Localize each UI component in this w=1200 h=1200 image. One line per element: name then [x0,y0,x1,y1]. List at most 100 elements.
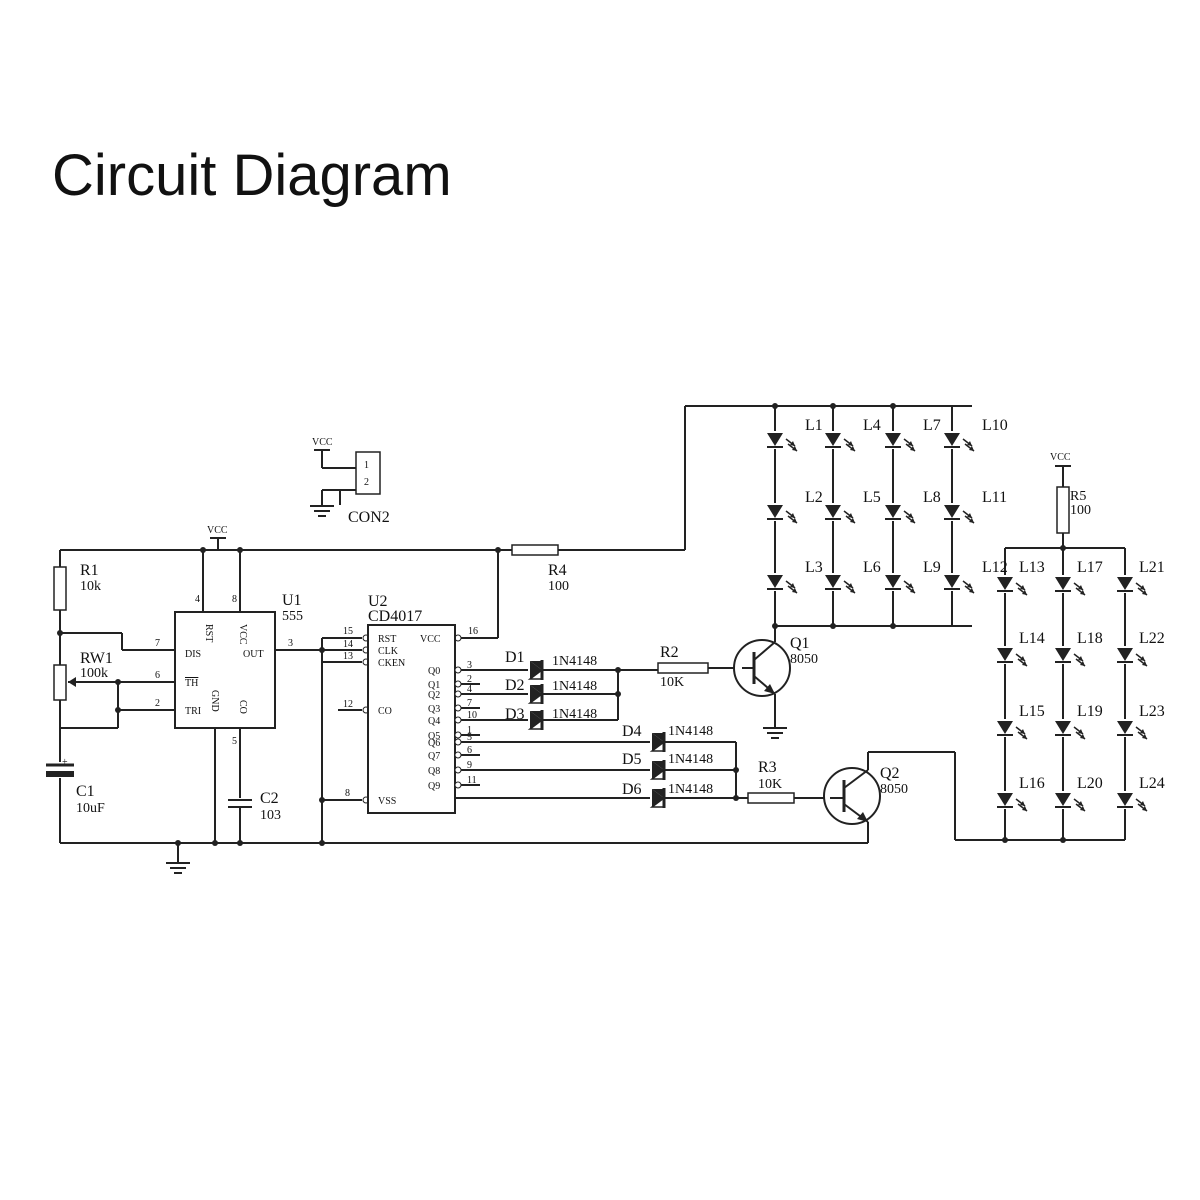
capacitor-c2: C2 103 [228,790,281,823]
led-label: L13 [1019,559,1045,576]
u2-output-label: Q7 [428,751,440,762]
led-label: L17 [1077,559,1103,576]
u2-pin8: 8 [345,788,350,799]
c2-label: C2 [260,790,279,807]
resistor-r4: R4 100 [511,544,569,594]
r2-label: R2 [660,644,679,661]
u1-pin4: 4 [195,594,200,605]
led-l4: L4 [824,417,881,452]
q2-value: 8050 [880,782,908,797]
u2-output-label: Q6 [428,738,440,749]
r4-value: 100 [548,579,569,594]
junctions [57,403,1066,846]
u1-thr: TH [185,678,198,689]
u2-pin16: 16 [468,626,478,637]
u2-output-pin: 1 [467,725,472,736]
d1-part: 1N4148 [552,654,597,669]
u2-output-pin-marker [454,731,462,739]
c2-value: 103 [260,808,281,823]
led-label: L3 [805,559,823,576]
c1-value: 10uF [76,801,105,816]
u2-output-label: Q9 [428,781,440,792]
led-l23: L23 [1116,703,1165,740]
led-label: L4 [863,417,881,434]
led-label: L20 [1077,775,1103,792]
led-label: L15 [1019,703,1045,720]
u2-cken: CKEN [378,658,405,669]
led-l8: L8 [884,489,941,524]
u2-output-label: Q0 [428,666,440,677]
led-l21: L21 [1116,559,1165,596]
resistor-r5: R5 100 [1056,486,1091,534]
led-label: L19 [1077,703,1103,720]
u2-rst: RST [378,634,396,645]
led-label: L11 [982,489,1007,506]
transistor-q2: Q2 8050 [823,765,908,825]
led-label: L8 [923,489,941,506]
ground-symbol [309,495,335,517]
led-label: L5 [863,489,881,506]
led-l7: L7 [884,417,941,452]
diode-d1: D1 1N4148 [505,649,597,682]
d2-label: D2 [505,677,525,694]
d4-label: D4 [622,723,642,740]
u2-pin15: 15 [343,626,353,637]
diode-d3: D3 1N4148 [505,706,597,732]
ic-u2-cd4017: U2 CD4017 RST CLK CKEN CO VSS VCC 15 14 … [343,593,478,814]
u2-pin13: 13 [343,651,353,662]
led-l13: L13 [996,559,1045,596]
c1-label: C1 [76,783,95,800]
u2-output-pin: 10 [467,710,477,721]
r3-label: R3 [758,759,777,776]
vcc-label: VCC [207,525,228,536]
u2-pin12: 12 [343,699,353,710]
led-l22: L22 [1116,630,1165,667]
led-label: L6 [863,559,881,576]
led-l16: L16 [996,775,1045,812]
vcc-symbol-r5: VCC [1050,452,1071,467]
connector-con2: 1 2 CON2 [348,451,390,526]
led-label: L23 [1139,703,1165,720]
led-l11: L11 [943,489,1007,524]
u2-output-label: Q8 [428,766,440,777]
u1-co: CO [237,700,248,714]
diode-d5: D5 1N4148 [622,751,713,782]
u2-label: U2 [368,593,388,610]
u2-output-label: Q3 [428,704,440,715]
r5-value: 100 [1070,503,1091,518]
led-l19: L19 [1054,703,1103,740]
u1-pin6: 6 [155,670,160,681]
r5-label: R5 [1070,489,1086,504]
u1-pin8: 8 [232,594,237,605]
led-label: L1 [805,417,823,434]
u2-output-pin-marker [454,766,462,774]
u2-output-pin-marker [454,690,462,698]
vcc-symbol-top: VCC [207,525,228,550]
u2-output-pin-marker [454,738,462,746]
u2-output-pin-marker [454,751,462,759]
led-l12: L12 [943,559,1008,594]
led-l20: L20 [1054,775,1103,812]
u1-pin3: 3 [288,638,293,649]
led-l6: L6 [824,559,881,594]
q1-value: 8050 [790,652,818,667]
vcc-label: VCC [312,437,333,448]
vcc-symbol-con: VCC [312,437,333,451]
u1-gnd: GND [209,690,220,712]
u1-rst: RST [203,624,214,642]
led-label: L14 [1019,630,1045,647]
q2-label: Q2 [880,765,900,782]
d3-part: 1N4148 [552,707,597,722]
con2-pin2: 2 [364,477,369,488]
u2-vcc: VCC [420,634,441,645]
u2-output-pin: 4 [467,684,472,695]
led-l3: L3 [766,559,823,594]
led-l15: L15 [996,703,1045,740]
led-l18: L18 [1054,630,1103,667]
u2-clk: CLK [378,646,399,657]
led-l24: L24 [1116,775,1165,812]
u2-output-pin: 11 [467,775,477,786]
u2-output-pin-marker [454,716,462,724]
led-l5: L5 [824,489,881,524]
